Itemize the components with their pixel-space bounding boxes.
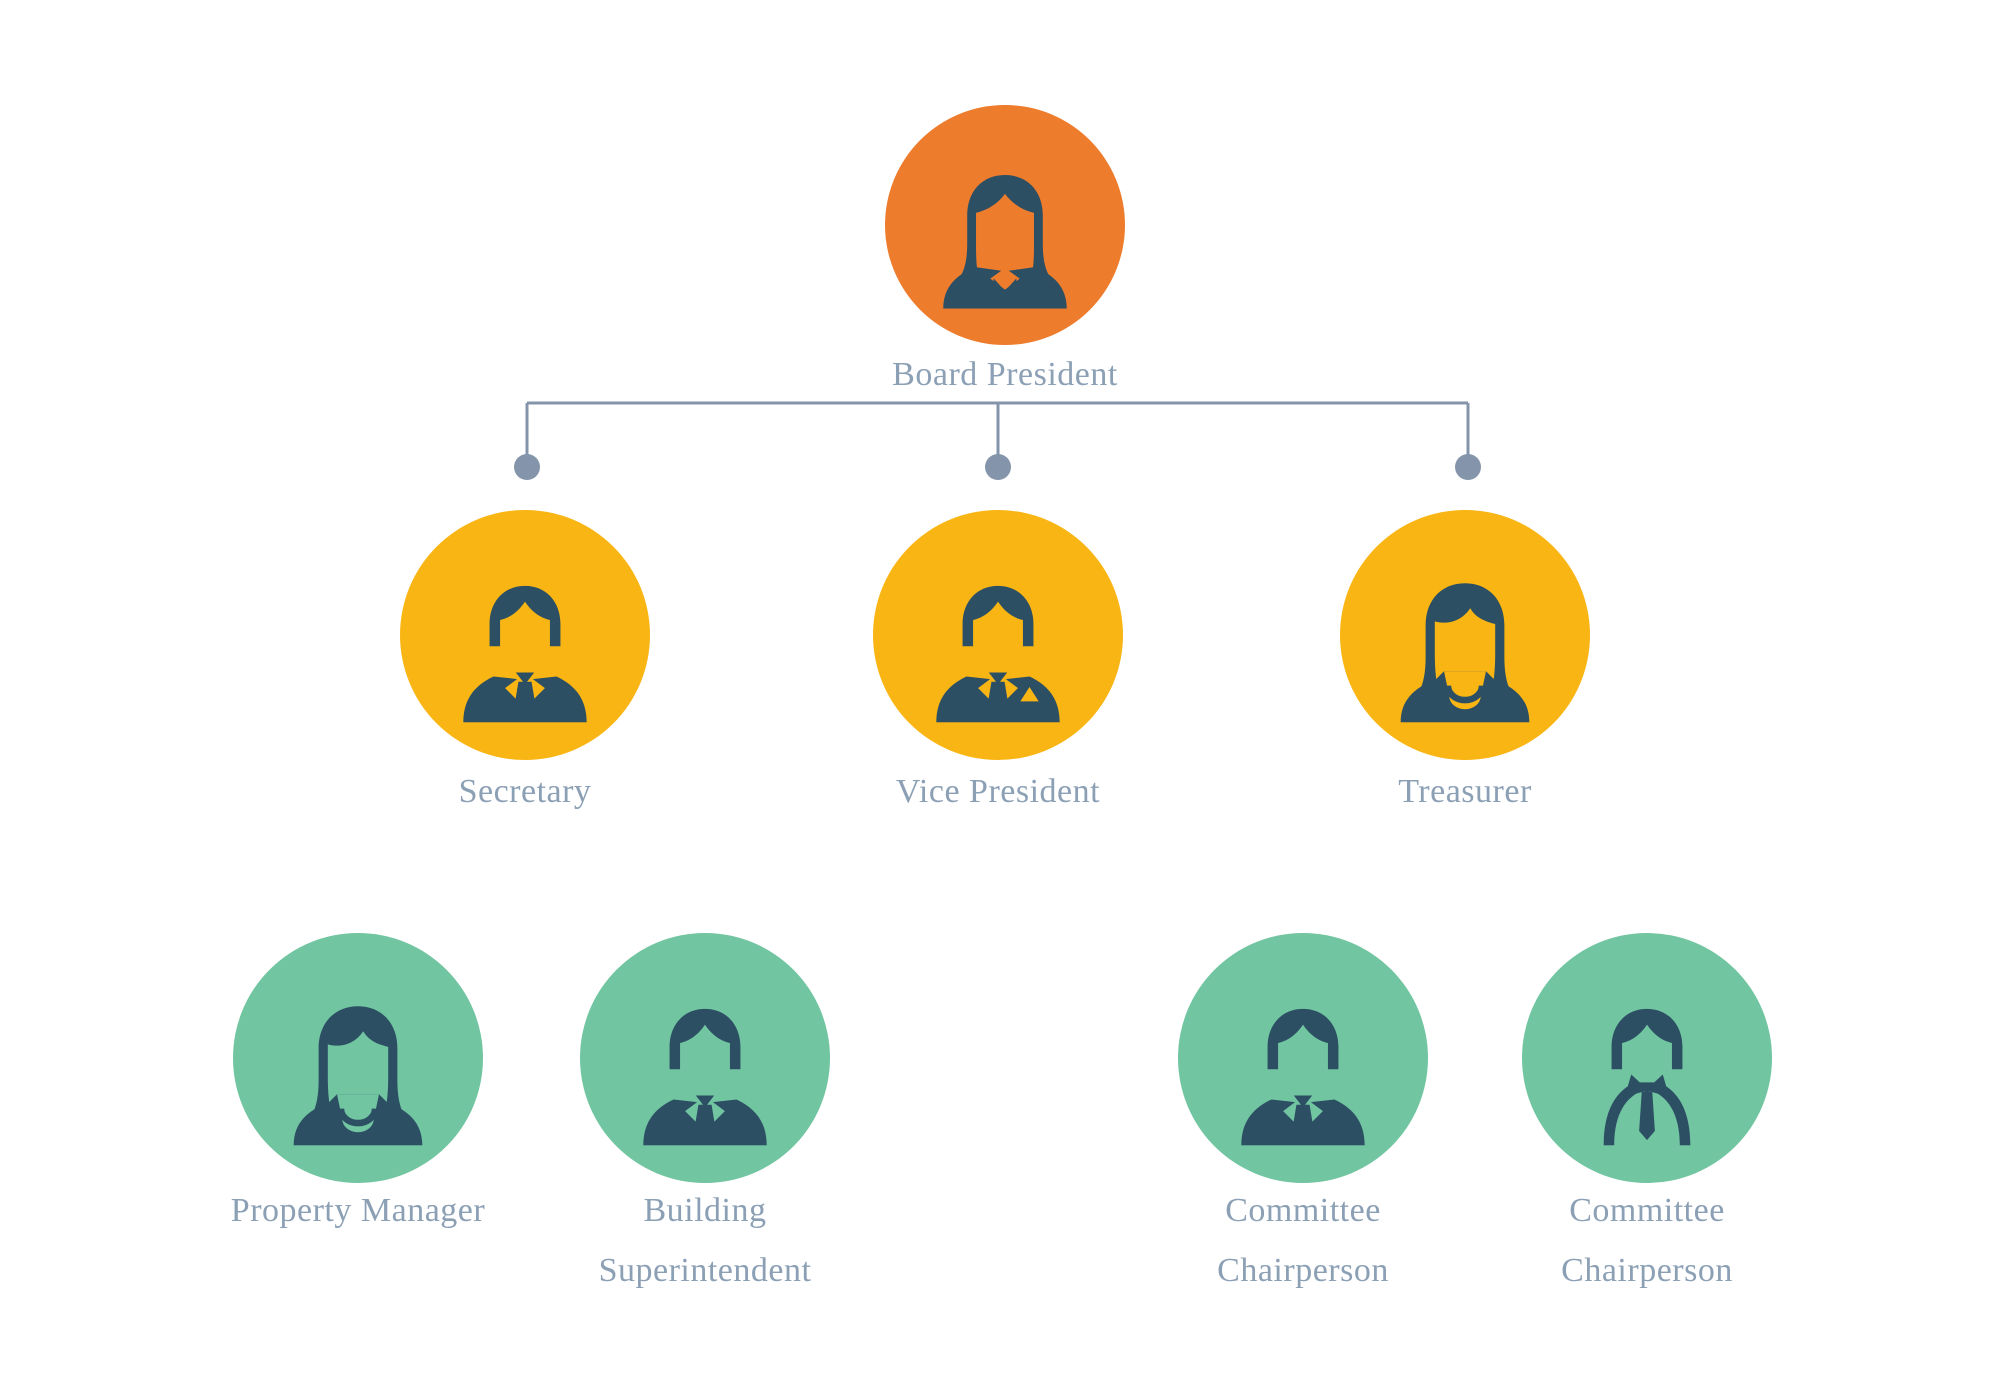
woman-icon	[279, 1001, 437, 1145]
org-label-secretary: Secretary	[458, 773, 592, 810]
woman-icon	[1386, 578, 1544, 722]
businessman-pocket-square-icon	[919, 578, 1077, 722]
org-node-property-manager	[233, 933, 483, 1183]
org-node-secretary	[400, 510, 650, 760]
businessman-suit-icon	[1224, 1001, 1382, 1145]
org-node-building-superintendent	[580, 933, 830, 1183]
org-node-committee-chairperson-2	[1522, 933, 1772, 1183]
org-node-treasurer	[1340, 510, 1590, 760]
org-label-treasurer: Treasurer	[1398, 773, 1532, 810]
org-label-building-superintendent: Building Superintendent	[598, 1192, 812, 1289]
man-shirt-tie-icon	[1568, 1001, 1726, 1145]
connector-dot-center	[985, 454, 1011, 480]
org-label-property-manager: Property Manager	[230, 1192, 486, 1229]
businessman-suit-icon	[446, 578, 604, 722]
connector-dot-left	[514, 454, 540, 480]
org-label-vice-president: Vice President	[895, 773, 1101, 810]
org-node-committee-chairperson-1	[1178, 933, 1428, 1183]
org-label-board-president: Board President	[892, 356, 1118, 393]
businessman-suit-icon	[626, 1001, 784, 1145]
connector-dot-right	[1455, 454, 1481, 480]
org-node-vice-president	[873, 510, 1123, 760]
businesswoman-icon	[929, 170, 1080, 309]
org-label-committee-chairperson-2: Committee Chairperson	[1561, 1192, 1733, 1289]
org-node-board-president	[885, 105, 1125, 345]
org-label-committee-chairperson-1: Committee Chairperson	[1217, 1192, 1389, 1289]
